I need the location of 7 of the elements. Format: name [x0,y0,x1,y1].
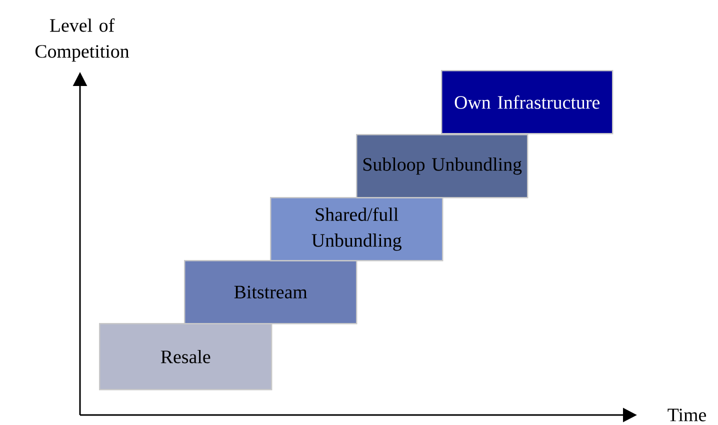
step-box: Bitstream [184,260,358,324]
step-box: Resale [99,323,272,390]
step-box: Subloop Unbundling [356,134,528,198]
axis-label: Level of Competition [35,18,130,62]
axis-label: Time [668,408,706,422]
step-box: Own Infrastructure [441,70,614,134]
step-box: Shared/full Unbundling [270,197,444,262]
